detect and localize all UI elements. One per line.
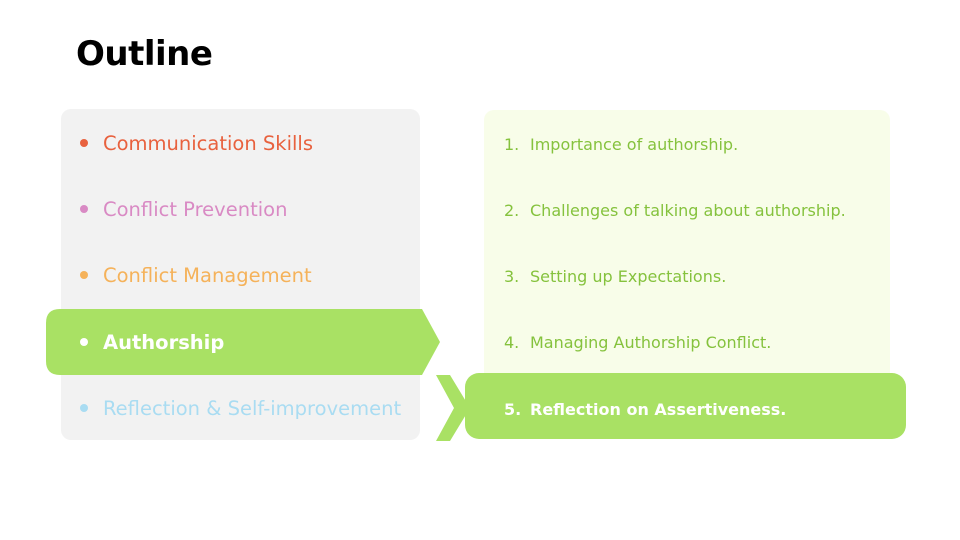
slide-title: Outline [76, 34, 213, 74]
subtopic-number: 1. [504, 134, 520, 154]
bullet-dot-icon [80, 338, 88, 346]
subtopic-managing-authorship-conflict[interactable]: 4. Managing Authorship Conflict. [504, 327, 771, 357]
subtopic-setting-up-expectations[interactable]: 3. Setting up Expectations. [504, 261, 726, 291]
topic-authorship[interactable]: Authorship [80, 327, 224, 357]
topics-panel [61, 109, 420, 440]
bullet-dot-icon [80, 139, 88, 147]
bullet-dot-icon [80, 271, 88, 279]
topic-label: Authorship [103, 330, 225, 354]
active-subtopic-highlight [465, 373, 906, 439]
subtopic-number: 2. [504, 200, 520, 220]
subtopics-panel [484, 110, 890, 410]
bullet-dot-icon [80, 205, 88, 213]
topic-reflection-self-improvement[interactable]: Reflection & Self-improvement [80, 393, 401, 423]
topic-conflict-prevention[interactable]: Conflict Prevention [80, 194, 287, 224]
subtopic-number: 3. [504, 266, 520, 286]
subtopic-challenges-talking-authorship[interactable]: 2. Challenges of talking about authorshi… [504, 195, 846, 225]
subtopic-label: Importance of authorship. [530, 134, 739, 154]
topic-label: Reflection & Self-improvement [103, 396, 402, 420]
subtopic-label: Managing Authorship Conflict. [530, 332, 772, 352]
subtopic-number: 4. [504, 332, 520, 352]
subtopic-reflection-on-assertiveness[interactable]: 5. Reflection on Assertiveness. [504, 394, 786, 424]
topic-label: Conflict Prevention [103, 197, 288, 221]
subtopic-label: Setting up Expectations. [530, 266, 727, 286]
subtopic-number: 5. [504, 399, 522, 419]
bullet-dot-icon [80, 404, 88, 412]
subtopic-label: Reflection on Assertiveness. [530, 399, 787, 419]
topic-label: Communication Skills [103, 131, 313, 155]
subtopic-label: Challenges of talking about authorship. [530, 200, 846, 220]
topic-label: Conflict Management [103, 263, 312, 287]
active-topic-highlight [46, 309, 440, 375]
subtopic-importance-of-authorship[interactable]: 1. Importance of authorship. [504, 129, 738, 159]
chevron-right-icon [436, 375, 470, 441]
topic-conflict-management[interactable]: Conflict Management [80, 260, 312, 290]
topic-communication-skills[interactable]: Communication Skills [80, 128, 313, 158]
